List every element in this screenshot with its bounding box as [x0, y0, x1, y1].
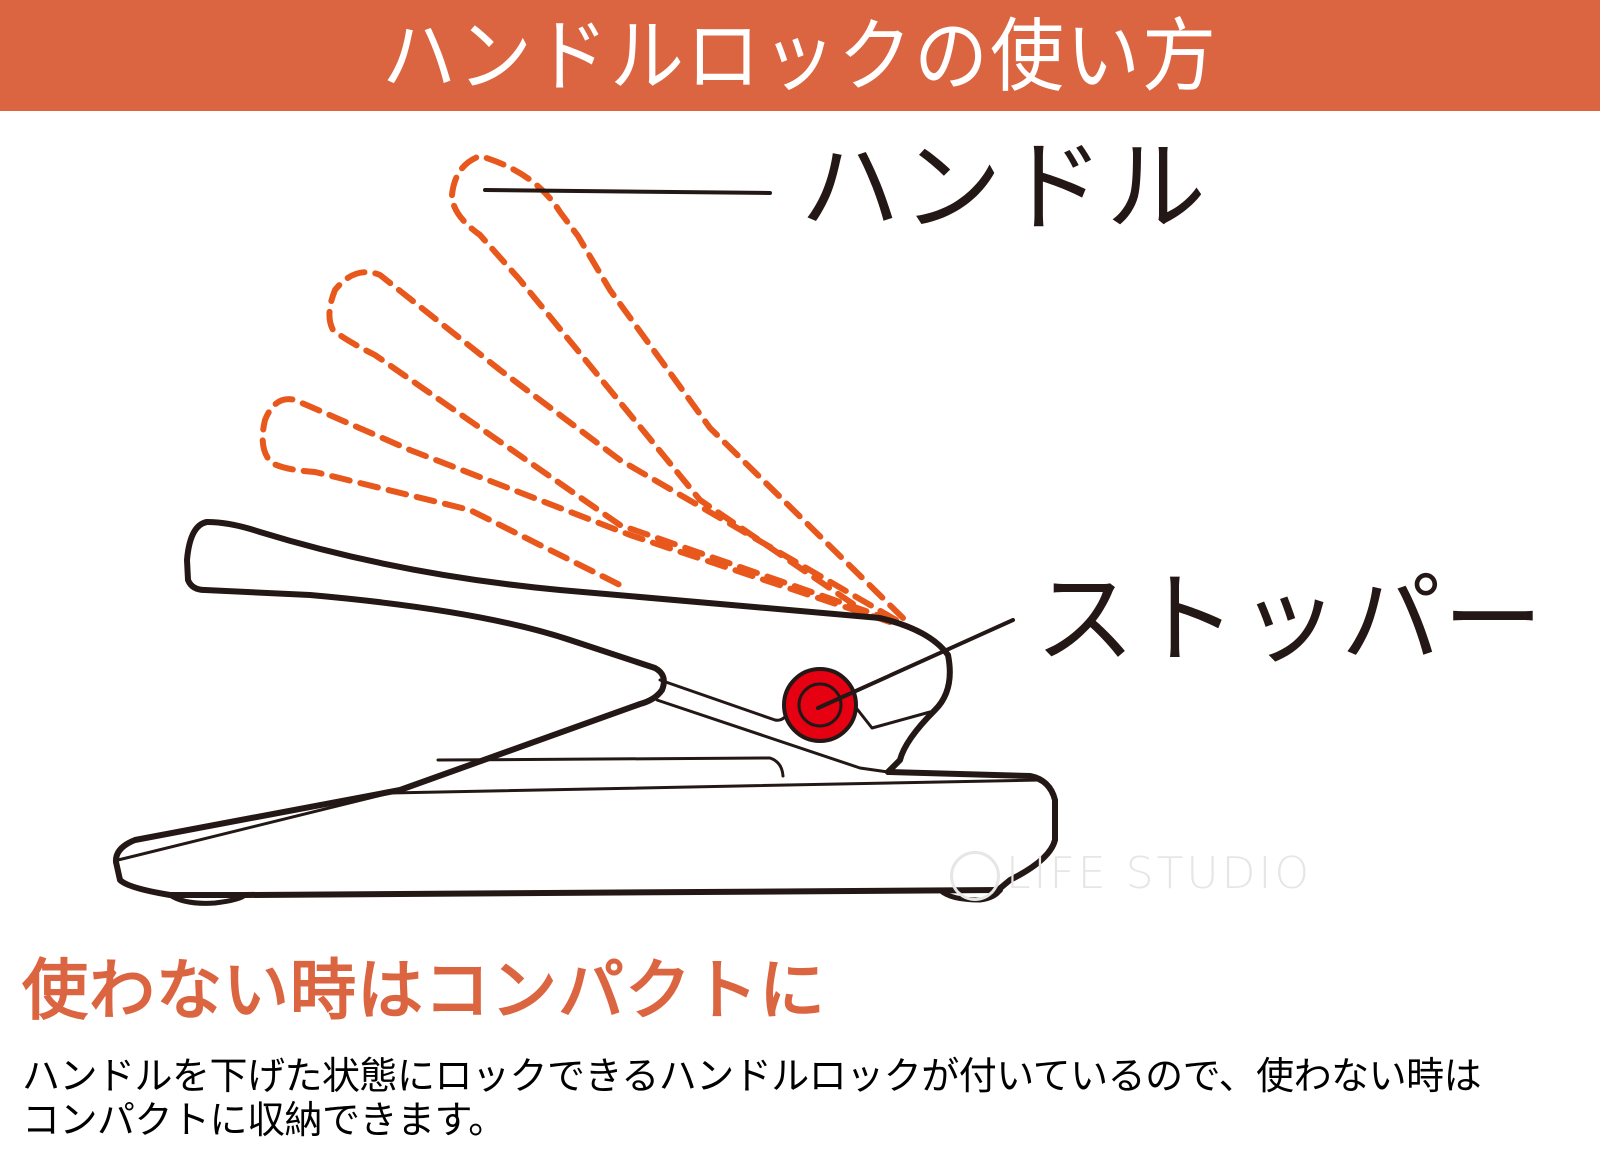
handle-lock-diagram: ハンドル ストッパー LIFE STUDIO [0, 111, 1600, 941]
dashed-handle-positions [259, 153, 906, 625]
description-line-1: ハンドルを下げた状態にロックできるハンドルロックが付いているので、使わない時は [22, 1054, 1482, 1098]
dashed-handle-low [259, 396, 893, 625]
handle-outline [112, 519, 1003, 898]
handle-label: ハンドル [800, 129, 1208, 246]
description-line-2: コンパクトに収納できます。 [22, 1098, 506, 1142]
section-subtitle: 使わない時はコンパクトに [22, 952, 826, 1029]
description: ハンドルを下げた状態にロックできるハンドルロックが付いているので、使わない時は … [22, 1054, 1592, 1142]
pedal-illustration [112, 153, 1058, 906]
dashed-handle-top [449, 153, 906, 621]
foot-left [167, 892, 248, 906]
page-title: ハンドルロックの使い方 [382, 10, 1218, 103]
dashed-handle-middle [326, 269, 899, 623]
lever-upper-line [658, 678, 792, 722]
header-banner: ハンドルロックの使い方 [0, 0, 1600, 111]
base-top-edge [116, 778, 1042, 862]
handle-top-edge [204, 519, 953, 775]
handle-leader-line [483, 188, 772, 195]
base-platform [436, 756, 785, 778]
lever-lower-line [655, 698, 890, 774]
stopper-label: ストッパー [1035, 561, 1545, 678]
watermark-text: LIFE STUDIO [1006, 848, 1313, 899]
watermark: LIFE STUDIO [950, 848, 1312, 901]
leader-lines [483, 188, 1015, 710]
lever-notch [848, 698, 932, 730]
stopper-leader-line [816, 618, 1015, 710]
pedal-body [112, 519, 1058, 906]
watermark-logo-icon [950, 851, 1000, 901]
